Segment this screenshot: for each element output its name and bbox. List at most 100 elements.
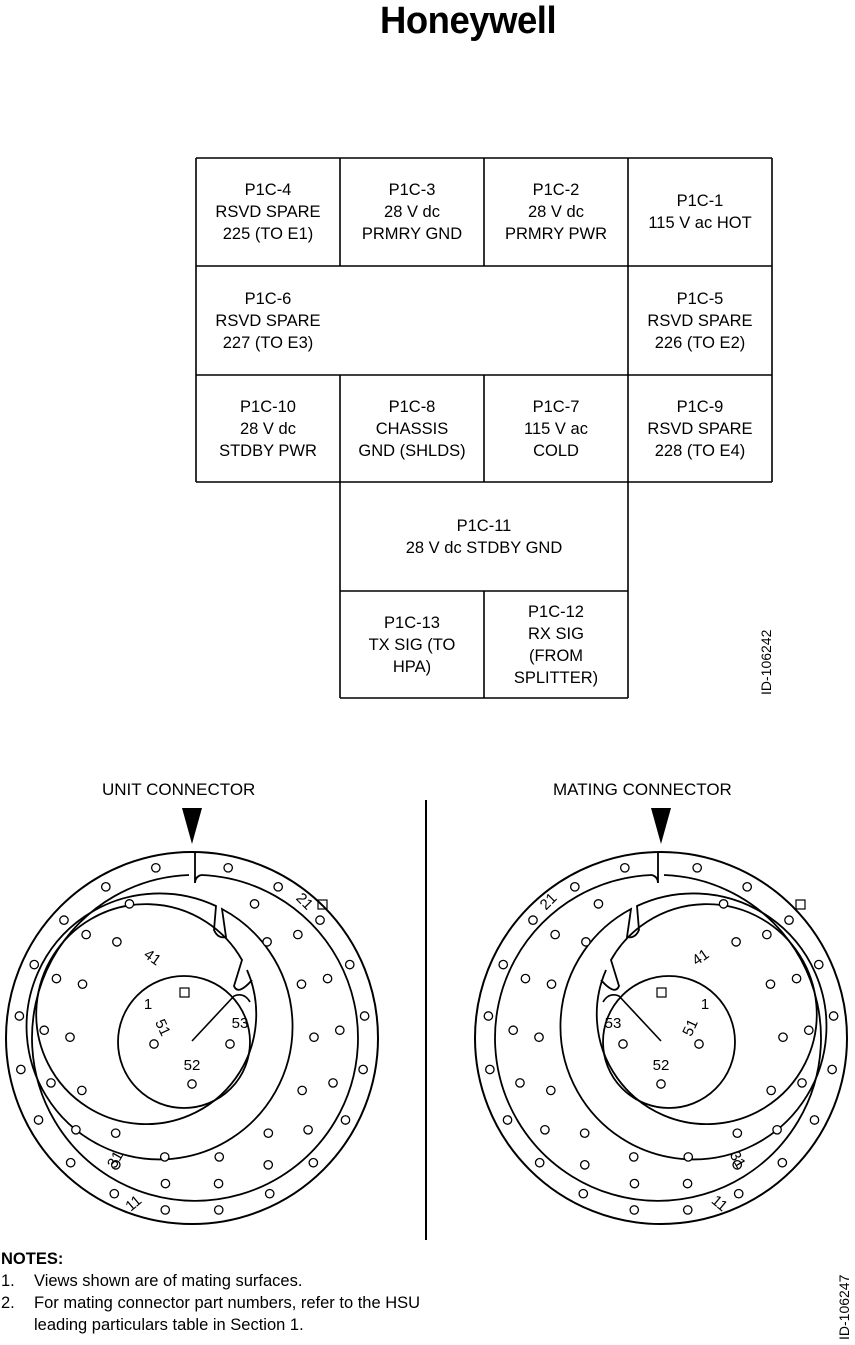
ring-boundary-1	[31, 874, 359, 1202]
connector-outer-shell	[5, 851, 379, 1225]
pin-hole	[784, 915, 794, 926]
pin-hole	[731, 937, 741, 947]
cell-p1c-13: P1C-13 TX SIG (TO HPA)	[368, 613, 456, 676]
pin-hole	[309, 1032, 319, 1043]
pin-hole	[110, 1160, 121, 1170]
pin-hole	[340, 1115, 351, 1125]
pin-hole	[124, 899, 135, 909]
marker-square	[795, 899, 806, 910]
pin-hole	[692, 862, 703, 873]
inner-divider	[191, 994, 251, 1042]
pin-number-label: 1	[701, 996, 709, 1013]
pin-hole	[520, 973, 531, 984]
pin-hole	[778, 1032, 788, 1043]
pin-number-label: 52	[653, 1057, 670, 1074]
pin-hole	[581, 937, 591, 947]
pin-hole	[579, 1128, 590, 1139]
pin-hole	[223, 862, 234, 873]
note-text: For mating connector part numbers, refer…	[34, 1294, 421, 1334]
pin-hole	[682, 1178, 693, 1189]
note-text: Views shown are of mating surfaces.	[34, 1272, 303, 1290]
pin-hole	[534, 1032, 544, 1043]
cell-p1c-8: P1C-8 CHASSIS GND (SHLDS)	[358, 397, 466, 460]
note-number: 1.	[1, 1272, 15, 1290]
pin-hole	[100, 881, 111, 892]
pin-hole	[791, 973, 802, 984]
note-number: 2.	[1, 1294, 15, 1312]
pin-number-label: 53	[232, 1015, 249, 1032]
pin-hole	[328, 1078, 338, 1088]
pin-hole	[262, 937, 272, 947]
honeywell-logo: Honeywell	[380, 0, 557, 42]
pin-hole	[264, 1188, 275, 1199]
pin-number-label: 53	[605, 1015, 622, 1032]
pin-hole	[628, 1152, 639, 1162]
pin-hole	[187, 1079, 197, 1089]
mating-connector-title: MATING CONNECTOR	[553, 780, 732, 799]
pin-hole	[308, 1157, 319, 1168]
pin-hole	[344, 959, 355, 970]
marker-square	[317, 899, 328, 910]
pin-hole	[762, 929, 772, 940]
pin-hole	[303, 1124, 313, 1135]
pin-hole	[827, 1064, 837, 1075]
pin-number-label: 52	[184, 1057, 201, 1074]
cell-p1c-12: P1C-12 RX SIG (FROM SPLITTER)	[513, 602, 599, 687]
inner-boundary	[602, 975, 736, 1109]
cell-p1c-7: P1C-7 115 V ac COLD	[524, 397, 588, 460]
pin-hole	[483, 1011, 494, 1021]
connector-figure-id: ID-106247	[836, 1274, 852, 1340]
pin-hole	[65, 1157, 76, 1168]
pin-hole	[334, 1025, 345, 1036]
pin-hole	[112, 937, 122, 947]
pin-hole	[498, 959, 509, 970]
pin-hole	[359, 1011, 370, 1021]
pin-number-label: 31	[104, 1148, 127, 1171]
pin-hole	[16, 1064, 26, 1075]
ring-boundary-3	[35, 903, 258, 1126]
pin-hole	[315, 915, 325, 926]
pin-hole	[110, 1128, 121, 1139]
pin-hole	[296, 979, 307, 990]
pin-hole	[76, 1085, 87, 1096]
key-slot	[651, 852, 659, 884]
pin-hole	[263, 1128, 274, 1139]
pin-hole	[81, 929, 91, 940]
pin-number-label: 41	[141, 946, 164, 969]
pin-hole	[225, 1039, 235, 1049]
pin-hole	[593, 899, 604, 909]
pin-hole	[619, 862, 630, 873]
pin-hole	[33, 1115, 44, 1125]
pin-hole	[29, 959, 40, 970]
pin-hole	[51, 973, 62, 984]
pin-hole	[65, 1032, 75, 1043]
pin-hole	[629, 1205, 640, 1215]
pin-hole	[772, 1124, 782, 1135]
ring-boundary-2	[25, 892, 294, 1161]
pin-hole	[766, 1085, 777, 1096]
pin-hole	[77, 979, 88, 990]
cell-p1c-9: P1C-9 RSVD SPARE 228 (TO E4)	[647, 397, 753, 460]
pin-hole	[732, 1128, 743, 1139]
pin-hole	[297, 1085, 308, 1096]
inner-divider	[602, 994, 662, 1042]
pin-hole	[213, 1205, 224, 1215]
pin-hole	[765, 979, 776, 990]
cell-p1c-11: P1C-11 28 V dc STDBY GND	[405, 516, 563, 557]
cell-p1c-6: P1C-6 RSVD SPARE 227 (TO E3)	[215, 289, 321, 352]
pin-hole	[159, 1152, 170, 1162]
pin-number-label: 51	[679, 1017, 701, 1039]
pin-hole	[813, 959, 824, 970]
pin-hole	[213, 1178, 224, 1189]
pin-hole	[502, 1115, 513, 1125]
marker-square	[656, 987, 667, 998]
cell-p1c-10: P1C-10 28 V dc STDBY PWR	[219, 397, 317, 460]
pin-number-label: 41	[689, 946, 712, 969]
pin-number-label: 51	[151, 1017, 173, 1039]
pin-hole	[59, 915, 69, 926]
pin-hole	[39, 1025, 50, 1036]
note-item: 2. For mating connector part numbers, re…	[1, 1292, 464, 1336]
